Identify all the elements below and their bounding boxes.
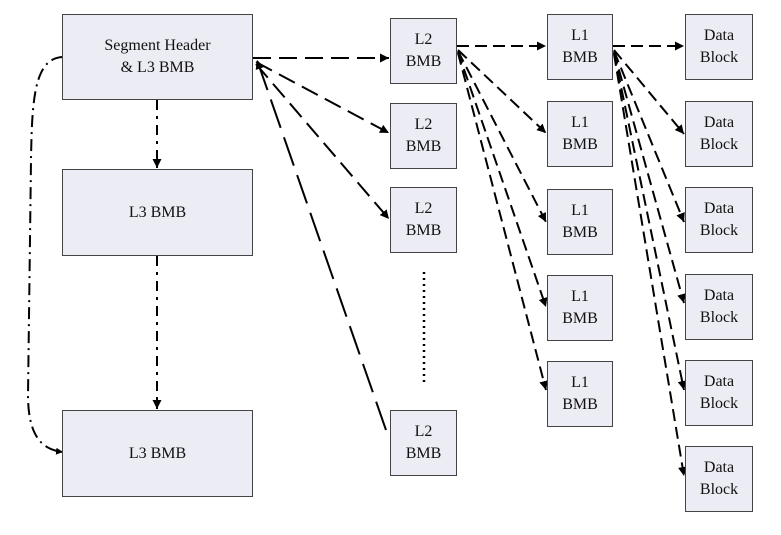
- l1-bmb-line1: L1: [571, 288, 589, 306]
- data-block-line1: Data: [703, 373, 735, 391]
- l3-bmb-label: L3 BMB: [128, 444, 187, 462]
- l1-bmb-line2: BMB: [562, 396, 598, 413]
- data-block-line1: Data: [703, 200, 735, 218]
- l1-bmb-line1: L1: [571, 374, 589, 392]
- segment-header-line2: & L3 BMB: [120, 59, 195, 76]
- arrow-l2-1-to-l1-4: [457, 51, 548, 308]
- data-block-line1: Data: [703, 27, 735, 45]
- segment-header-line1: Segment Header: [104, 37, 211, 55]
- data-block-line2: Block: [699, 49, 739, 66]
- data-block-line1: Data: [703, 287, 735, 305]
- l1-bmb-line2: BMB: [562, 310, 598, 327]
- l2-bmb-line1: L2: [414, 116, 433, 134]
- data-block-line2: Block: [699, 222, 739, 239]
- l3-bmb-label: L3 BMB: [128, 203, 187, 221]
- l2-bmb-line2: BMB: [405, 53, 442, 70]
- data-block-line2: Block: [699, 136, 739, 153]
- l2-bmb-line1: L2: [414, 31, 433, 49]
- l2-bmb-line1: L2: [414, 423, 433, 441]
- l1-bmb-line2: BMB: [562, 136, 598, 153]
- arrow-l1-1-to-data-5: [613, 52, 687, 391]
- arrow-l2-4-to-header: [255, 59, 387, 431]
- arrow-l2-1-to-l1-3: [457, 50, 547, 223]
- arrow-header-to-l2-3: [255, 63, 390, 220]
- l2-bmb-line1: L2: [414, 200, 433, 218]
- data-block-line1: Data: [703, 114, 735, 132]
- data-block-line1: Data: [703, 459, 735, 477]
- l2-bmb-line2: BMB: [405, 445, 442, 462]
- arrow-header-to-l3-2-curve: [26, 56, 64, 455]
- arrow-l1-1-to-data-4: [613, 51, 686, 304]
- arrow-l1-1-to-data-3: [613, 50, 685, 223]
- l1-bmb-line2: BMB: [562, 224, 598, 241]
- l3-bmb-box: L3 BMB: [62, 410, 253, 497]
- arrow-header-to-l2-2: [255, 61, 390, 134]
- arrow-l2-1-to-l1-5: [457, 52, 549, 391]
- data-block-line2: Block: [699, 481, 739, 498]
- data-block-line2: Block: [699, 309, 739, 326]
- l2-bmb-line2: BMB: [405, 222, 442, 239]
- l2-bmb-line2: BMB: [405, 138, 442, 155]
- l1-bmb-line1: L1: [571, 27, 589, 45]
- data-block-line2: Block: [699, 395, 739, 412]
- arrow-l2-1-to-l1-2: [457, 49, 547, 134]
- l3-bmb-box: L3 BMB: [62, 169, 253, 256]
- segment-header-box: Segment Header & L3 BMB: [62, 14, 253, 100]
- arrow-l1-1-to-data-2: [613, 49, 685, 135]
- l1-bmb-line1: L1: [571, 114, 589, 132]
- l1-bmb-line1: L1: [571, 202, 589, 220]
- l1-bmb-line2: BMB: [562, 49, 598, 66]
